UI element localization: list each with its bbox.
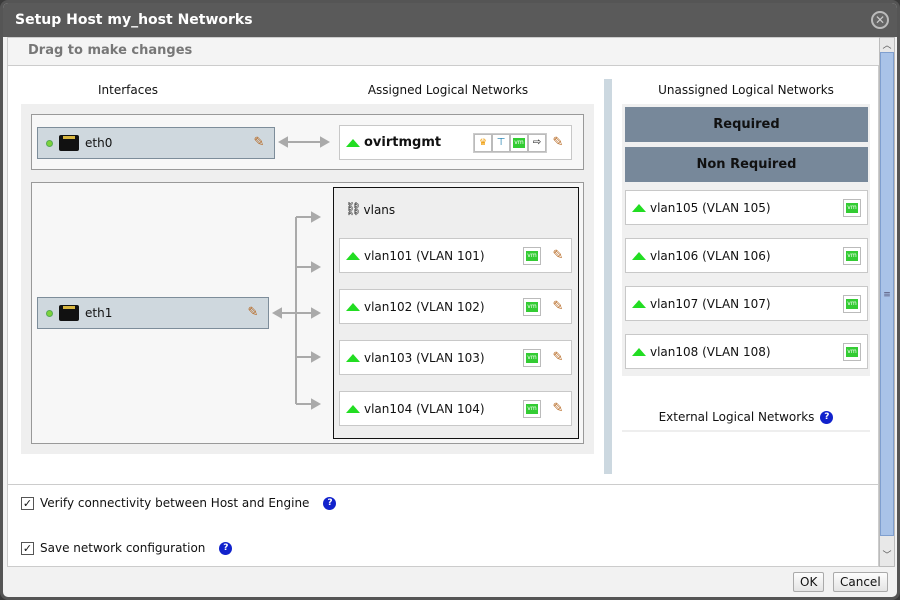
interface-name: eth1 — [85, 306, 113, 320]
network-name: vlan101 (VLAN 101) — [364, 248, 485, 263]
scrollbar-thumb[interactable]: ≡ — [880, 52, 894, 536]
status-up-icon — [632, 203, 646, 212]
display-role-icon: ♛ — [474, 133, 492, 152]
vlans-label-group: ⛓ vlans — [345, 202, 395, 217]
vm-role-icon: vm — [523, 399, 541, 418]
network-ovirtmgmt[interactable]: ovirtmgmt ♛ ⊤ vm ⇨ ✎ — [339, 125, 572, 160]
external-networks-header-group: External Logical Networks ? — [622, 410, 870, 432]
save-network-config-checkbox[interactable]: ✓ — [21, 541, 34, 555]
network-name: vlan106 (VLAN 106) — [650, 248, 771, 263]
status-up-icon — [346, 353, 360, 362]
edit-pencil-icon[interactable]: ✎ — [552, 247, 564, 263]
edit-pencil-icon[interactable]: ✎ — [552, 298, 564, 314]
unassigned-networks-header: Unassigned Logical Networks — [658, 83, 834, 97]
network-item[interactable]: vlan105 (VLAN 105) vm — [625, 190, 868, 225]
network-item[interactable]: vlan107 (VLAN 107) vm — [625, 286, 868, 321]
network-item[interactable]: vlan104 (VLAN 104) vm ✎ — [339, 391, 572, 426]
scroll-down-icon[interactable]: ﹀ — [882, 551, 892, 561]
help-icon[interactable]: ? — [219, 541, 233, 555]
status-up-icon — [346, 251, 360, 260]
vm-role-icon: vm — [523, 246, 541, 265]
network-port-icon — [59, 305, 79, 321]
network-name: vlan107 (VLAN 107) — [650, 296, 771, 311]
network-item[interactable]: vlan102 (VLAN 102) vm ✎ — [339, 289, 572, 324]
network-item[interactable]: vlan101 (VLAN 101) vm ✎ — [339, 238, 572, 273]
network-name: vlan104 (VLAN 104) — [364, 401, 485, 416]
vm-role-icon: vm — [843, 198, 861, 217]
external-networks-header: External Logical Networks — [658, 410, 815, 424]
option-verify-connectivity[interactable]: ✓ Verify connectivity between Host and E… — [21, 496, 337, 510]
option-label: Save network configuration — [40, 541, 206, 555]
interfaces-header: Interfaces — [98, 83, 158, 97]
dialog-title: Setup Host my_host Networks — [3, 3, 897, 37]
edit-pencil-icon[interactable]: ✎ — [552, 400, 564, 416]
drag-hint: Drag to make changes — [8, 38, 880, 66]
help-icon[interactable]: ? — [820, 410, 834, 424]
vm-role-icon: vm — [523, 297, 541, 316]
divider — [8, 484, 880, 485]
option-label: Verify connectivity between Host and Eng… — [40, 496, 310, 510]
scroll-up-icon[interactable]: ︿ — [882, 41, 892, 51]
vm-role-icon: vm — [510, 133, 528, 152]
connector-lines — [271, 136, 331, 410]
vlans-label: vlans — [363, 202, 396, 217]
vm-role-icon: vm — [843, 246, 861, 265]
edit-pencil-icon[interactable]: ✎ — [552, 134, 564, 150]
management-role-icon: ⇨ — [528, 133, 546, 152]
link-chain-icon: ⛓ — [345, 202, 362, 217]
network-name: ovirtmgmt — [364, 135, 442, 150]
status-up-icon — [346, 138, 360, 147]
ok-button[interactable]: OK — [793, 572, 825, 592]
required-category[interactable]: Required — [625, 107, 868, 142]
status-up-icon — [632, 347, 646, 356]
network-item[interactable]: vlan106 (VLAN 106) vm — [625, 238, 868, 273]
network-name: vlan108 (VLAN 108) — [650, 344, 771, 359]
network-name: vlan105 (VLAN 105) — [650, 200, 771, 215]
network-name: vlan103 (VLAN 103) — [364, 350, 485, 365]
status-up-icon — [632, 251, 646, 260]
panel-divider[interactable] — [604, 79, 612, 474]
verify-connectivity-checkbox[interactable]: ✓ — [21, 496, 34, 510]
cancel-button[interactable]: Cancel — [833, 572, 888, 592]
edit-pencil-icon[interactable]: ✎ — [247, 305, 259, 320]
interface-eth0[interactable]: eth0 ✎ — [37, 127, 275, 159]
status-up-icon — [346, 404, 360, 413]
network-name: vlan102 (VLAN 102) — [364, 299, 485, 314]
status-up-icon — [46, 309, 53, 317]
status-up-icon — [632, 299, 646, 308]
network-item[interactable]: vlan108 (VLAN 108) vm — [625, 334, 868, 369]
status-up-icon — [346, 302, 360, 311]
edit-pencil-icon[interactable]: ✎ — [552, 349, 564, 365]
network-item[interactable]: vlan103 (VLAN 103) vm ✎ — [339, 340, 572, 375]
network-port-icon — [59, 135, 79, 151]
close-icon[interactable]: ✕ — [871, 11, 889, 29]
vm-role-icon: vm — [843, 342, 861, 361]
option-save-network-config[interactable]: ✓ Save network configuration ? — [21, 541, 233, 555]
dialog-content: Drag to make changes Interfaces Assigned… — [7, 37, 880, 567]
status-up-icon — [46, 139, 53, 147]
vm-role-icon: vm — [843, 294, 861, 313]
migration-role-icon: ⊤ — [492, 133, 510, 152]
interface-eth1[interactable]: eth1 ✎ — [37, 297, 269, 329]
interface-name: eth0 — [85, 136, 113, 150]
non-required-category[interactable]: Non Required — [625, 147, 868, 182]
assigned-networks-header: Assigned Logical Networks — [367, 83, 529, 97]
edit-pencil-icon[interactable]: ✎ — [253, 135, 265, 150]
vertical-scrollbar[interactable]: ︿ ≡ ﹀ — [879, 37, 895, 567]
help-icon[interactable]: ? — [323, 496, 337, 510]
vm-role-icon: vm — [523, 348, 541, 367]
